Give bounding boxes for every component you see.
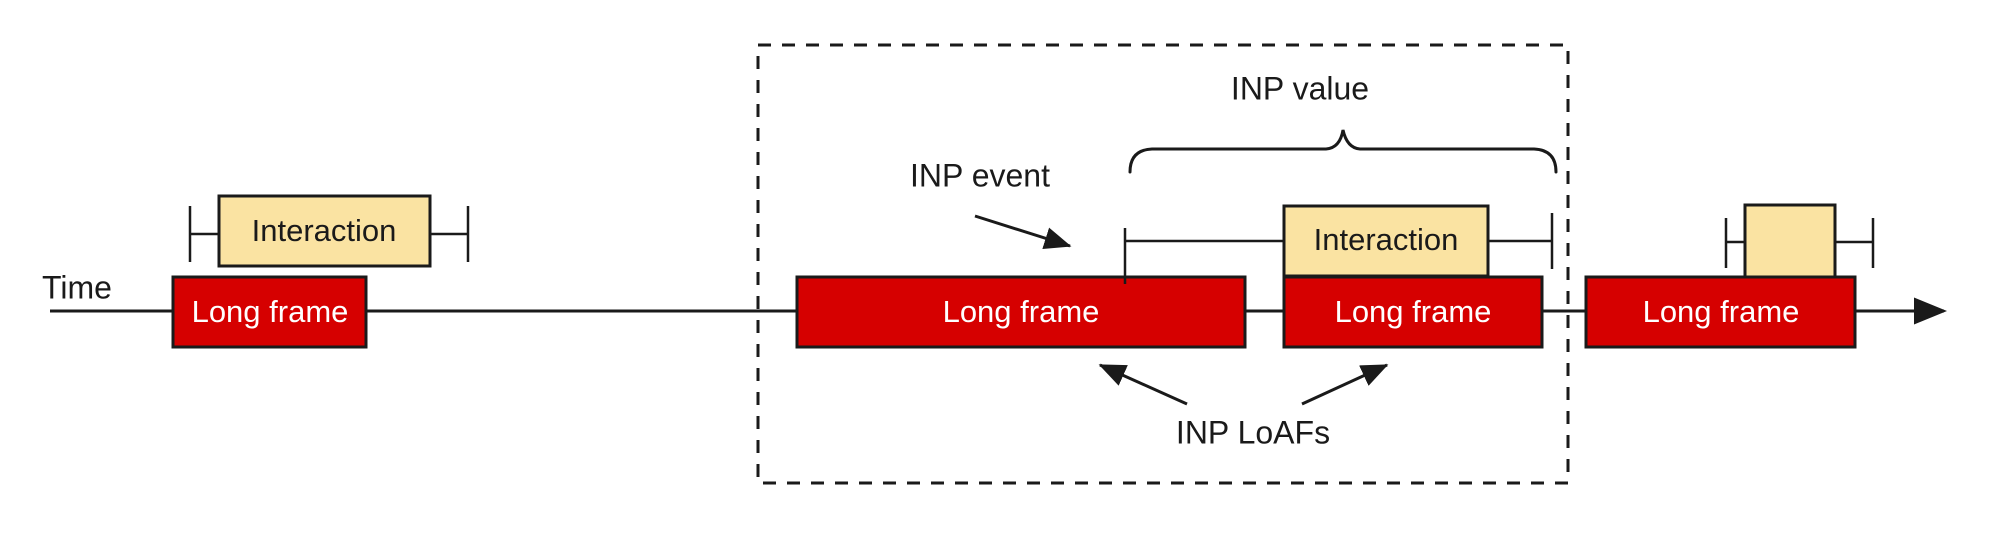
frame-1-box bbox=[171, 275, 368, 349]
interaction-2-label: Interaction bbox=[1314, 222, 1459, 257]
frame-4-label: Long frame bbox=[1643, 294, 1800, 329]
interaction-1-label: Interaction bbox=[252, 213, 397, 248]
inp-event-arrow bbox=[974, 214, 1072, 250]
inp-loafs-arrow-left bbox=[1098, 363, 1188, 406]
inp-loafs-arrow-right bbox=[1301, 363, 1389, 406]
inp-event-label: INP event bbox=[910, 157, 1050, 193]
time-axis-label: Time bbox=[42, 269, 112, 305]
frame-2-box bbox=[795, 275, 1247, 349]
frame-3-box bbox=[1282, 275, 1544, 349]
inp-value-label: INP value bbox=[1231, 70, 1369, 106]
frame-3-label: Long frame bbox=[1335, 294, 1492, 329]
frame-4-box bbox=[1584, 275, 1857, 349]
interaction-1-box bbox=[217, 194, 432, 268]
inp-value-brace bbox=[1128, 129, 1558, 174]
inp-loafs-label: INP LoAFs bbox=[1176, 414, 1330, 450]
frame-2-label: Long frame bbox=[943, 294, 1100, 329]
frame-1-label: Long frame bbox=[192, 294, 349, 329]
interaction-3-box bbox=[1743, 203, 1837, 279]
